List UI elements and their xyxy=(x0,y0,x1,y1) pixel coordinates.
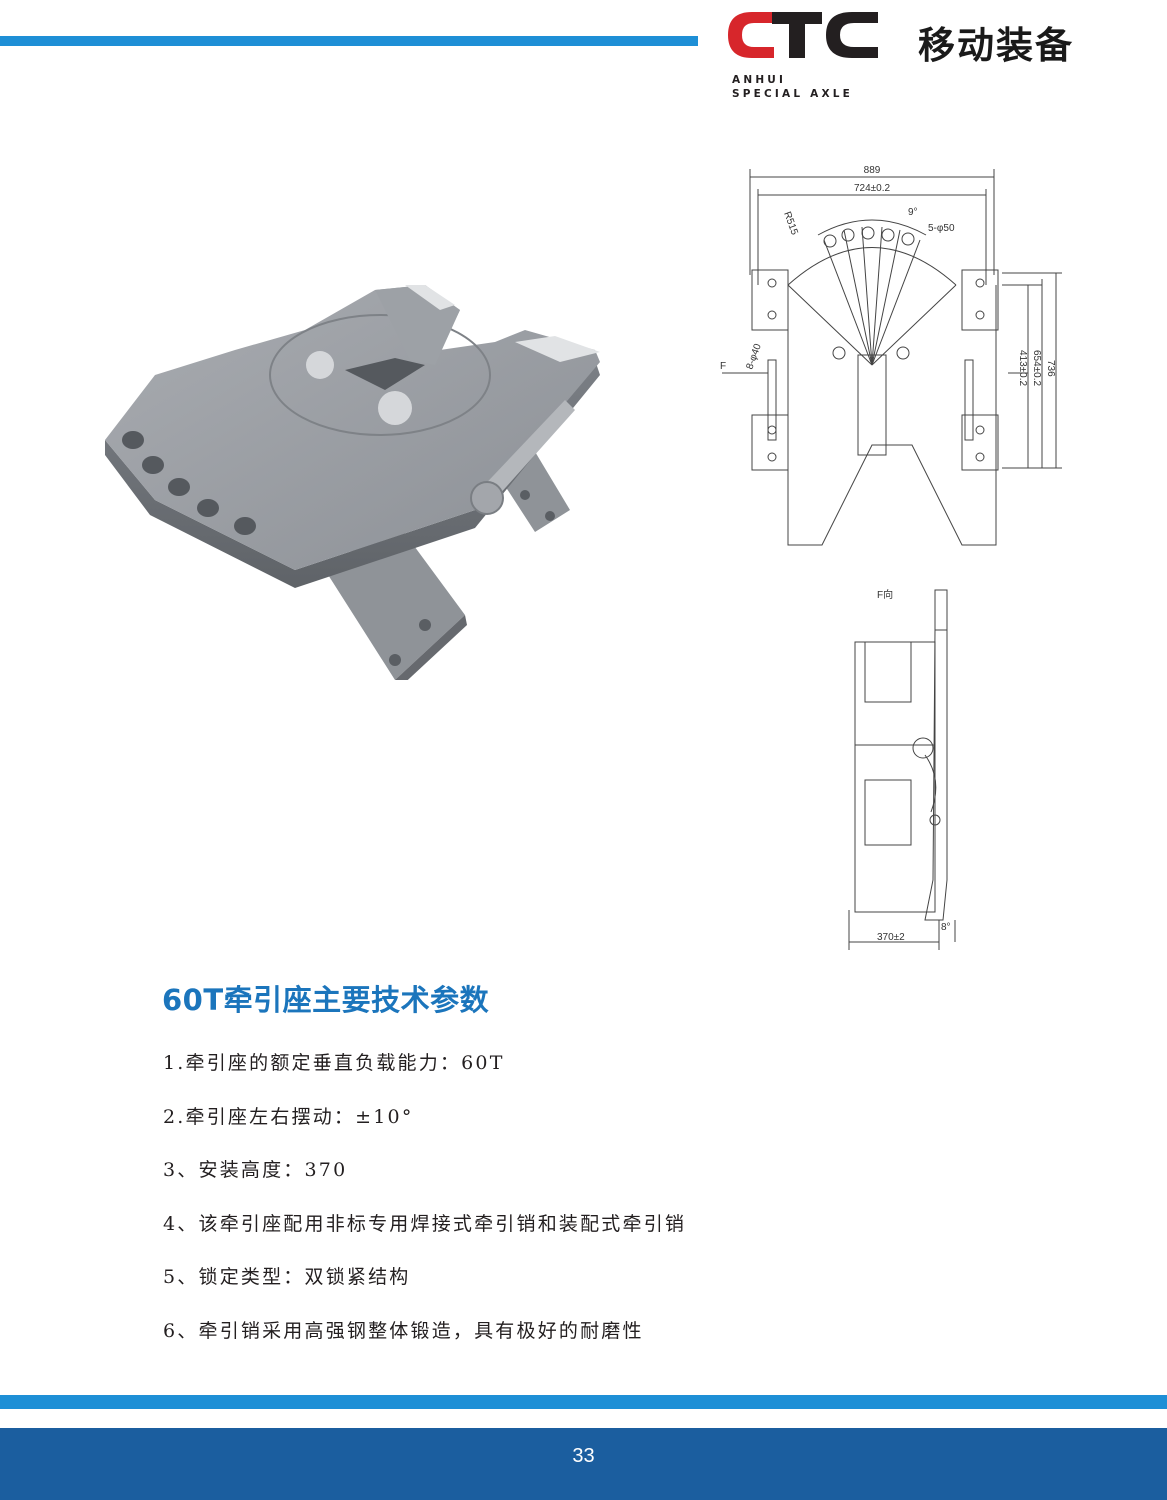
fifth-wheel-photo xyxy=(105,285,600,680)
footer-bar: 33 xyxy=(0,1428,1167,1500)
page-number: 33 xyxy=(572,1445,595,1467)
dim-height-overall: 736 xyxy=(1045,360,1056,377)
spec-item: 6、牵引销采用高强钢整体锻造，具有极好的耐磨性 xyxy=(163,1319,644,1342)
dim-height-inner: 413±0.2 xyxy=(1017,350,1028,387)
footer-rule xyxy=(0,1395,1167,1409)
spec-item: 1.牵引座的额定垂直负载能力：60T xyxy=(163,1052,505,1074)
dim-bolt-holes: 8-φ40 xyxy=(744,342,764,371)
spec-item: 3、安装高度：370 xyxy=(163,1159,348,1181)
dim-angle: 9° xyxy=(908,207,918,218)
dim-tilt-angle: 8° xyxy=(941,922,951,933)
spec-list: 1.牵引座的额定垂直负载能力：60T 2.牵引座左右摆动：±10° 3、安装高度… xyxy=(163,1046,686,1367)
side-view-label: F向 xyxy=(877,588,893,601)
dim-holes: 5-φ50 xyxy=(928,223,955,234)
logo-subtitle-special-axle: SPECIAL AXLE xyxy=(732,88,854,100)
brand-name: 移动装备 xyxy=(918,23,1074,67)
spec-item: 5、锁定类型：双锁紧结构 xyxy=(163,1266,411,1288)
side-view-drawing: F向 370±2 8° xyxy=(848,588,956,950)
logo-subtitle-anhui: ANHUI xyxy=(732,74,787,86)
section-title: 60T牵引座主要技术参数 xyxy=(162,983,490,1017)
top-view-drawing: 889 724±0.2 R515 9° 5-φ50 8-φ40 F 413±0.… xyxy=(720,165,1062,546)
spec-item: 2.牵引座左右摆动：±10° xyxy=(163,1105,414,1128)
dim-radius: R515 xyxy=(781,210,800,237)
dim-install-height: 370±2 xyxy=(877,932,905,943)
spec-item: 4、该牵引座配用非标专用焊接式牵引销和装配式牵引销 xyxy=(163,1212,687,1235)
dim-height-mid: 654±0.2 xyxy=(1031,350,1042,387)
view-marker-f: F xyxy=(720,361,726,372)
header-rule xyxy=(0,36,698,46)
ctc-logo xyxy=(728,12,878,58)
dim-inner-width: 724±0.2 xyxy=(854,183,891,194)
dim-overall-width: 889 xyxy=(864,165,881,176)
